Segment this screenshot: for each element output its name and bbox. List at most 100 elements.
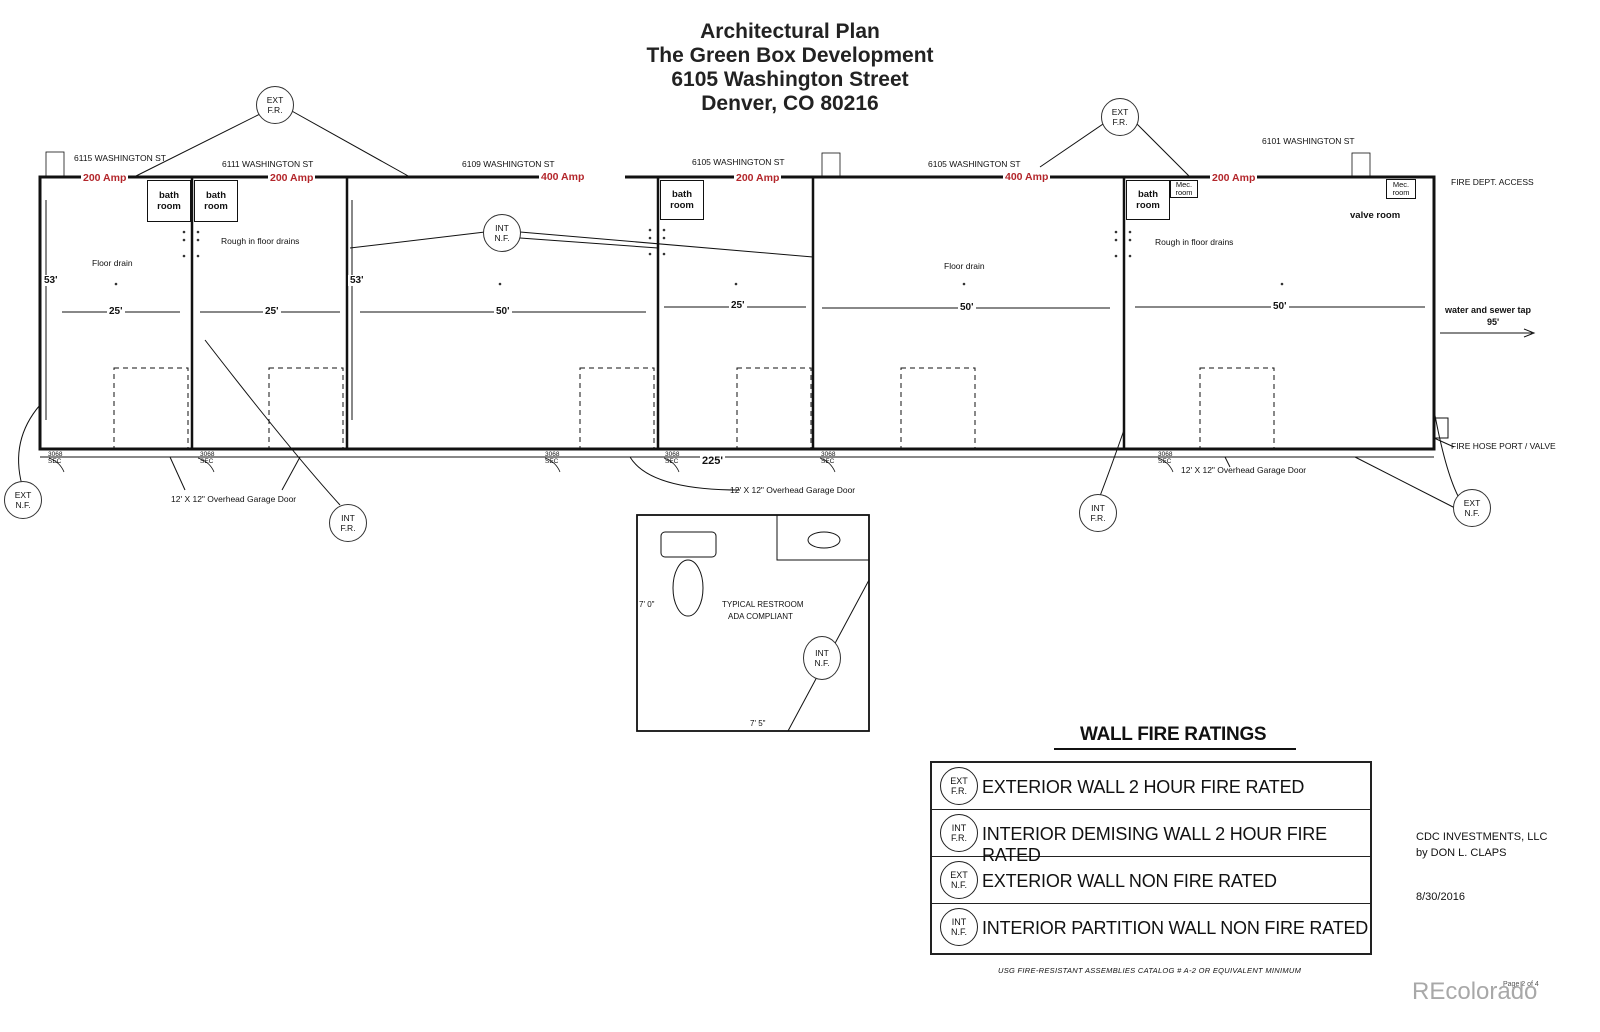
badge-line: EXT xyxy=(1111,107,1129,117)
door-tag-type: SEC xyxy=(200,458,214,465)
room-label: room xyxy=(204,201,228,212)
floor-drain-note: Floor drain xyxy=(92,258,133,268)
door-tag-size: 3068 xyxy=(665,451,680,458)
badge-line: EXT xyxy=(14,490,32,500)
garage-door-label: 12' X 12" Overhead Garage Door xyxy=(1181,465,1307,475)
badge-line: EXT xyxy=(266,95,284,105)
legend-text: EXTERIOR WALL 2 HOUR FIRE RATED xyxy=(982,777,1305,797)
door-tag-size: 3068 xyxy=(48,451,63,458)
width-dimension: 50' xyxy=(958,302,976,313)
room-label: room xyxy=(157,201,181,212)
address-6101: 6101 WASHINGTON ST xyxy=(1262,136,1355,146)
address-6115: 6115 WASHINGTON ST xyxy=(74,153,166,163)
address-6105-b: 6105 WASHINGTON ST xyxy=(928,159,1021,169)
width-dimension: 25' xyxy=(729,300,747,311)
amp-label: 400 Amp xyxy=(1003,171,1051,183)
valve-room-label: valve room xyxy=(1350,210,1401,221)
door-tag-size: 3068 xyxy=(200,451,215,458)
badge-line: INT xyxy=(495,223,509,233)
amp-label: 200 Amp xyxy=(268,172,316,184)
garage-door-label: 12' X 12" Overhead Garage Door xyxy=(171,494,297,504)
building-outline xyxy=(38,175,1436,451)
legend-heading: WALL FIRE RATINGS xyxy=(1053,724,1297,750)
depth-dimension: 53' xyxy=(348,275,366,286)
room-label: Mec. xyxy=(1175,180,1193,189)
title-line-2: The Green Box Development xyxy=(646,44,934,67)
mechanical-room: Mec.room xyxy=(1170,180,1198,198)
fire-dept-access-label: FIRE DEPT. ACCESS xyxy=(1451,177,1534,187)
address-6111: 6111 WASHINGTON ST xyxy=(222,159,314,169)
floor-drain-note: Floor drain xyxy=(944,261,985,271)
watermark-logo: REcolorado xyxy=(1412,978,1538,1005)
badge-line: F.R. xyxy=(950,833,967,843)
fire-hose-label: FIRE HOSE PORT / VALVE xyxy=(1451,441,1556,451)
title-line-1: Architectural Plan xyxy=(700,20,880,43)
badge-line: INT xyxy=(951,917,967,927)
plan-title: Architectural Plan The Green Box Develop… xyxy=(560,20,1020,116)
badge-line: N.F. xyxy=(1464,508,1480,518)
width-dimension: 25' xyxy=(107,306,125,317)
legend-text: EXTERIOR WALL NON FIRE RATED xyxy=(982,871,1277,891)
badge-line: INT xyxy=(341,513,355,523)
rough-drain-note: Rough in floor drains xyxy=(1155,237,1234,247)
page-number: Page 2 of 4 xyxy=(1503,981,1539,988)
badge-line: N.F. xyxy=(494,233,510,243)
title-line-3: 6105 Washington Street xyxy=(671,68,909,91)
badge-line: INT xyxy=(1091,503,1105,513)
amp-label: 400 Amp xyxy=(539,171,587,183)
badge-line: F.R. xyxy=(1090,513,1106,523)
company-name: CDC INVESTMENTS, LLC xyxy=(1416,831,1548,843)
company-author: by DON L. CLAPS xyxy=(1416,847,1507,859)
door-tag-type: SEC xyxy=(48,458,62,465)
total-width-dimension: 225' xyxy=(700,455,725,467)
water-sewer-distance: 95' xyxy=(1487,317,1500,327)
door-tag-type: SEC xyxy=(545,458,559,465)
badge-line: INT xyxy=(815,648,829,658)
legend-footer: USG FIRE-RESISTANT ASSEMBLIES CATALOG # … xyxy=(998,966,1302,975)
badge-line: N.F. xyxy=(950,880,967,890)
mechanical-room: Mec.room xyxy=(1386,179,1416,199)
badge-line: N.F. xyxy=(15,500,31,510)
badge-line: EXT xyxy=(1463,498,1481,508)
water-sewer-label: water and sewer tap xyxy=(1445,305,1532,315)
badge-line: EXT xyxy=(950,776,968,786)
badge-line: F.R. xyxy=(267,105,283,115)
plan-date: 8/30/2016 xyxy=(1416,891,1465,903)
company-block: CDC INVESTMENTS, LLC by DON L. CLAPS xyxy=(1416,829,1547,861)
amp-label: 200 Amp xyxy=(734,172,782,184)
legend-text: INTERIOR PARTITION WALL NON FIRE RATED xyxy=(982,918,1369,938)
restroom-title: TYPICAL RESTROOM xyxy=(722,600,804,609)
door-tag-type: SEC xyxy=(821,458,835,465)
door-tag-type: SEC xyxy=(665,458,679,465)
width-dimension: 50' xyxy=(494,306,512,317)
badge-line: N.F. xyxy=(814,658,830,668)
badge-line: F.R. xyxy=(950,786,967,796)
room-label: room xyxy=(1136,200,1160,211)
door-tag-size: 3068 xyxy=(1158,451,1173,458)
room-label: room xyxy=(1392,188,1410,197)
badge-line: F.R. xyxy=(1112,117,1128,127)
width-dimension: 25' xyxy=(263,306,281,317)
address-6109: 6109 WASHINGTON ST xyxy=(462,159,555,169)
badge-line: INT xyxy=(951,823,967,833)
width-dimension: 50' xyxy=(1271,301,1289,312)
door-tag-size: 3068 xyxy=(545,451,560,458)
